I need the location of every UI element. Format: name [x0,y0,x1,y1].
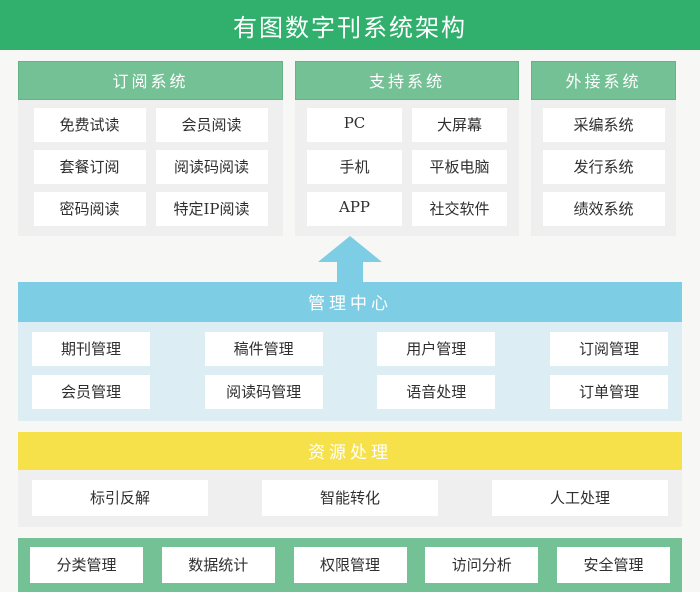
node-item[interactable]: 订阅管理 [549,332,668,366]
panel-support-system-header: 支持系统 [295,61,519,100]
panel-external-system-body: 采编系统 发行系统 绩效系统 [531,100,676,236]
node-item[interactable]: 智能转化 [262,480,438,516]
cell-row: 发行系统 [539,150,668,184]
panel-subscription-system: 订阅系统 免费试读 会员阅读 套餐订阅 阅读码阅读 密码阅读 特定IP阅读 [18,61,283,236]
node-item[interactable]: 大屏幕 [412,108,507,142]
node-item[interactable]: PC [307,108,402,142]
node-item[interactable]: 标引反解 [32,480,208,516]
node-item[interactable]: 分类管理 [30,547,143,583]
node-item[interactable]: 人工处理 [492,480,668,516]
node-item[interactable]: 社交软件 [412,192,507,226]
cell-row: 套餐订阅 阅读码阅读 [26,150,275,184]
cell-row: 会员管理 阅读码管理 语音处理 订单管理 [32,375,668,409]
node-item[interactable]: 用户管理 [377,332,496,366]
cell-row: 手机 平板电脑 [303,150,511,184]
node-item[interactable]: 访问分析 [425,547,539,583]
node-item[interactable]: 阅读码阅读 [155,150,268,184]
panel-subscription-system-body: 免费试读 会员阅读 套餐订阅 阅读码阅读 密码阅读 特定IP阅读 [18,100,283,236]
cell-row: 免费试读 会员阅读 [26,108,275,142]
arrow-up-head [318,236,382,262]
panel-management-center-header: 管理中心 [18,282,682,322]
cell-row: 绩效系统 [539,192,668,226]
cell-row: 采编系统 [539,108,668,142]
cell-row: PC 大屏幕 [303,108,511,142]
panel-support-system: 支持系统 PC 大屏幕 手机 平板电脑 APP 社交软件 [295,61,519,236]
node-item[interactable]: 采编系统 [542,108,665,142]
arrow-up-stem [337,262,363,284]
node-item[interactable]: 权限管理 [293,547,407,583]
node-item[interactable]: 免费试读 [33,108,146,142]
node-item[interactable]: APP [307,192,402,226]
cell-row: 密码阅读 特定IP阅读 [26,192,275,226]
node-item[interactable]: 会员阅读 [155,108,268,142]
panel-resource-processing-body: 标引反解 智能转化 人工处理 [18,470,682,527]
node-item[interactable]: 期刊管理 [32,332,150,366]
node-item[interactable]: 手机 [307,150,402,184]
top-systems-row: 订阅系统 免费试读 会员阅读 套餐订阅 阅读码阅读 密码阅读 特定IP阅读 支持… [18,61,682,236]
node-item[interactable]: 特定IP阅读 [155,192,268,226]
node-item[interactable]: 发行系统 [542,150,665,184]
node-item[interactable]: 平板电脑 [412,150,507,184]
panel-platform-services: 分类管理 数据统计 权限管理 访问分析 安全管理 [18,538,682,592]
arrow-connector-zone [18,236,682,284]
panel-external-system: 外接系统 采编系统 发行系统 绩效系统 [531,61,676,236]
panel-management-center: 管理中心 期刊管理 稿件管理 用户管理 订阅管理 会员管理 阅读码管理 语音处理… [18,282,682,421]
panel-subscription-system-header: 订阅系统 [18,61,283,100]
node-item[interactable]: 套餐订阅 [33,150,146,184]
node-item[interactable]: 绩效系统 [542,192,665,226]
page-title-bar: 有图数字刊系统架构 [0,0,700,50]
node-item[interactable]: 数据统计 [161,547,275,583]
diagram-canvas: 订阅系统 免费试读 会员阅读 套餐订阅 阅读码阅读 密码阅读 特定IP阅读 支持… [0,61,700,592]
panel-resource-processing-header: 资源处理 [18,432,682,470]
page-title: 有图数字刊系统架构 [233,13,467,42]
node-item[interactable]: 阅读码管理 [204,375,323,409]
node-item[interactable]: 安全管理 [557,547,670,583]
panel-resource-processing: 资源处理 标引反解 智能转化 人工处理 [18,432,682,527]
node-item[interactable]: 密码阅读 [33,192,146,226]
node-item[interactable]: 订单管理 [549,375,668,409]
cell-row: APP 社交软件 [303,192,511,226]
panel-external-system-header: 外接系统 [531,61,676,100]
node-item[interactable]: 会员管理 [32,375,150,409]
panel-support-system-body: PC 大屏幕 手机 平板电脑 APP 社交软件 [295,100,519,236]
node-item[interactable]: 稿件管理 [204,332,323,366]
cell-row: 期刊管理 稿件管理 用户管理 订阅管理 [32,332,668,366]
panel-management-center-body: 期刊管理 稿件管理 用户管理 订阅管理 会员管理 阅读码管理 语音处理 订单管理 [18,322,682,421]
node-item[interactable]: 语音处理 [377,375,496,409]
